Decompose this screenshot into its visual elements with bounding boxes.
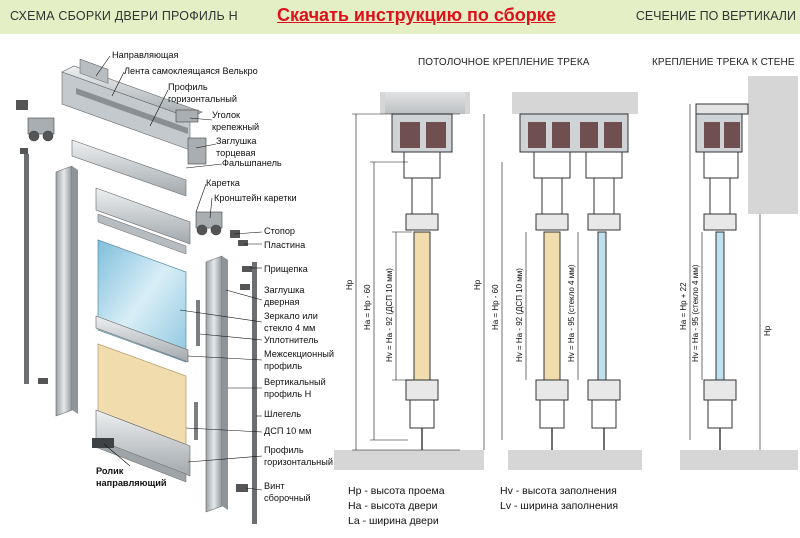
part-screw: Винт: [264, 481, 285, 491]
part-carriage: Каретка: [206, 178, 240, 188]
part-stopper: Стопор: [264, 226, 296, 236]
dim-hp-1: Hp: [345, 279, 354, 290]
legend-la: La - ширина двери: [348, 515, 439, 527]
part-end-cap: Заглушка: [216, 136, 257, 146]
part-end-cap-2: торцевая: [216, 148, 256, 158]
part-schlegel: Шлегель: [264, 409, 301, 419]
section-title: СЕЧЕНИЕ ПО ВЕРТИКАЛИ: [635, 9, 796, 23]
part-carriage-bracket: Кронштейн каретки: [214, 193, 297, 203]
dim-hv-glass-2: Hv = Ha - 95 (стекло 4 мм): [567, 264, 576, 362]
header-bar: СХЕМА СБОРКИ ДВЕРИ ПРОФИЛЬ Н Скачать инс…: [0, 0, 800, 34]
download-instructions-link[interactable]: Скачать инструкцию по сборке: [277, 5, 556, 25]
part-false-panel: Фальшпанель: [222, 158, 282, 168]
part-seal: Уплотнитель: [264, 335, 319, 345]
legend-column-right: Hv - высота заполнения Lv - ширина запол…: [500, 484, 618, 514]
ceiling-single-section: [334, 92, 484, 470]
part-horizontal-profile-bottom: Профиль: [264, 445, 304, 455]
part-vertical-profile-2: профиль Н: [264, 389, 312, 399]
exploded-assembly: [16, 55, 263, 524]
legend-ha: Ha - высота двери: [348, 500, 438, 512]
part-mirror-glass-2: стекло 4 мм: [264, 323, 316, 333]
part-door-cap-2: дверная: [264, 297, 300, 307]
dim-hv-dsp-1: Hv = Ha - 92 (ДСП 10 мм): [385, 268, 394, 362]
part-horizontal-profile-top-2: горизонтальный: [168, 94, 237, 104]
part-screw-2: сборочный: [264, 493, 311, 503]
page-title: СХЕМА СБОРКИ ДВЕРИ ПРОФИЛЬ Н: [10, 9, 238, 23]
legend-lv: Lv - ширина заполнения: [500, 500, 619, 512]
part-intersection-profile: Межсекционный: [264, 349, 335, 359]
wall-mount-title: КРЕПЛЕНИЕ ТРЕКА К СТЕНЕ: [652, 57, 795, 68]
part-intersection-profile-2: профиль: [264, 361, 303, 371]
part-horizontal-profile-bottom-2: горизонтальный: [264, 457, 333, 467]
ceiling-double-section: [483, 92, 642, 470]
legend-column-left: Hp - высота проема Ha - высота двери La …: [348, 484, 445, 529]
part-guide-roller: Ролик: [96, 466, 124, 476]
dim-hv-dsp-2: Hv = Ha - 92 (ДСП 10 мм): [515, 268, 524, 362]
part-mirror-glass: Зеркало или: [264, 311, 318, 321]
legend-hp: Hp - высота проема: [348, 485, 445, 497]
dim-ha-1: Ha = Hp - 60: [363, 284, 372, 330]
part-guide-rail: Направляющая: [112, 50, 179, 60]
part-mount-corner: Уголок: [212, 110, 241, 120]
part-vertical-profile: Вертикальный: [264, 377, 326, 387]
dim-hp-3: Hp: [763, 325, 772, 336]
dim-hv-glass-3: Hv = Ha - 95 (стекло 4 мм): [691, 264, 700, 362]
part-plate: Пластина: [264, 240, 306, 250]
part-door-cap: Заглушка: [264, 285, 305, 295]
part-mount-corner-2: крепежный: [212, 122, 260, 132]
dim-hp-2: Hp: [473, 279, 482, 290]
part-guide-roller-2: направляющий: [96, 478, 167, 488]
ceiling-mount-title: ПОТОЛОЧНОЕ КРЕПЛЕНИЕ ТРЕКА: [418, 57, 590, 68]
legend-hv: Hv - высота заполнения: [500, 485, 617, 497]
wall-mount-section: [680, 76, 798, 470]
part-horizontal-profile-top: Профиль: [168, 82, 208, 92]
dim-ha-2: Ha = Hp - 60: [491, 284, 500, 330]
part-dsp: ДСП 10 мм: [264, 426, 312, 436]
dim-ha-3: Ha = Hp + 22: [679, 282, 688, 330]
part-velcro-tape: Лента самоклеящаяся Велькро: [124, 66, 258, 76]
part-clip: Прищепка: [264, 264, 308, 274]
